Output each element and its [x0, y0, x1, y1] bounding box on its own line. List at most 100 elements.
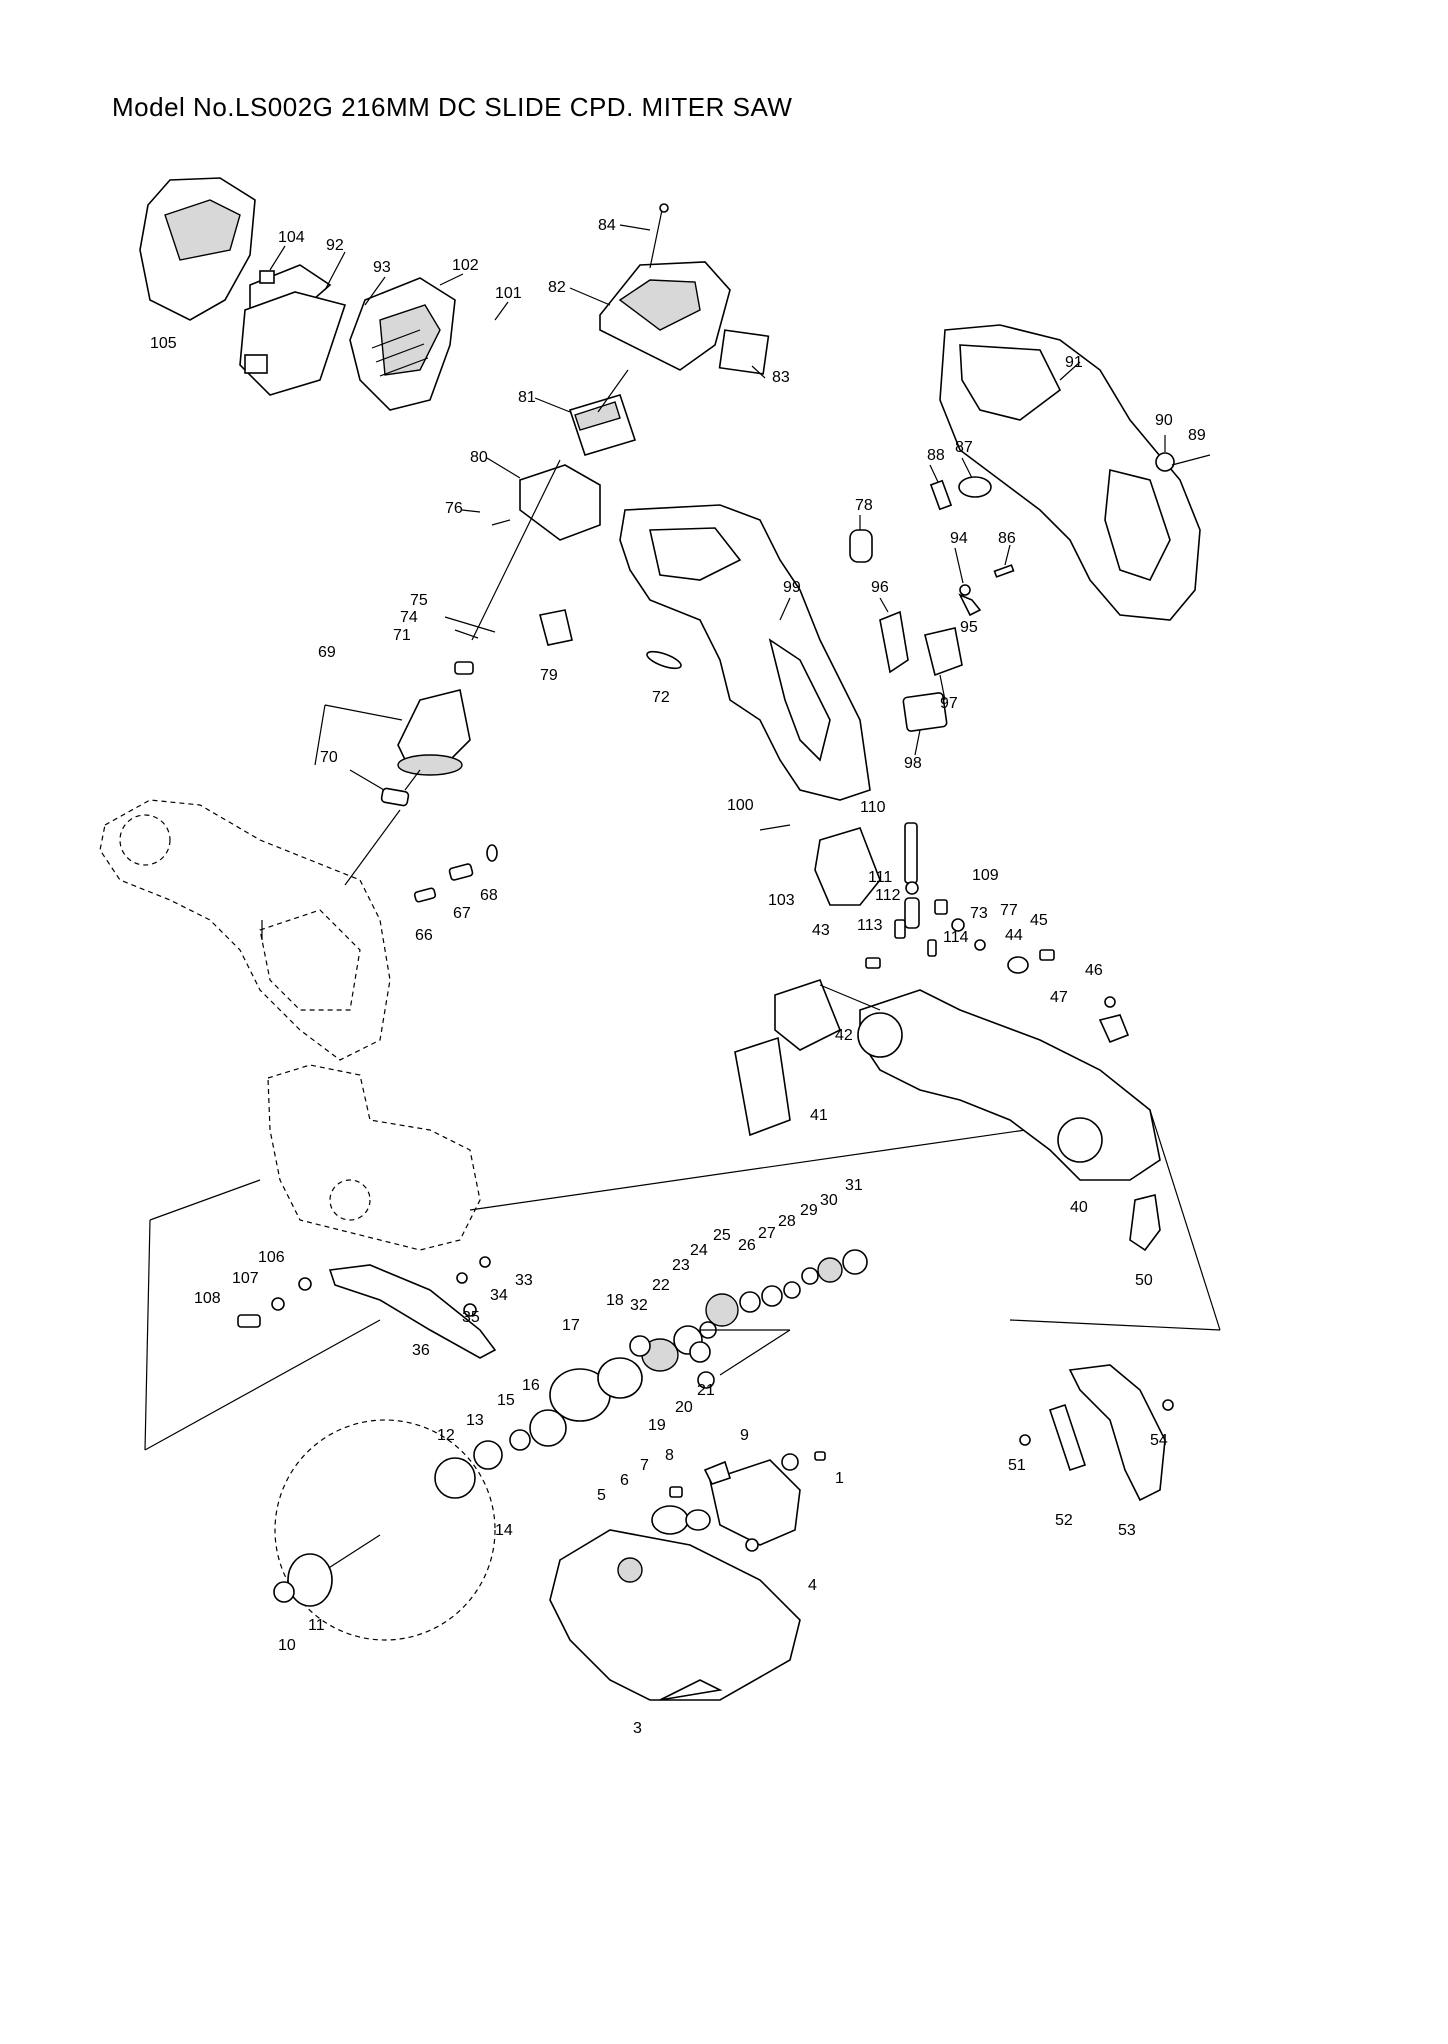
arm-part [857, 989, 1161, 1181]
guard-plate-b-part [1048, 1403, 1087, 1472]
callout: 109 [972, 867, 999, 884]
blade-guard-part [549, 1529, 801, 1701]
callout: 34 [490, 1287, 508, 1304]
callout: 107 [232, 1270, 259, 1287]
carbon-brush-part [448, 863, 474, 881]
bolt-a-part [237, 1314, 261, 1328]
screw-i-part [1019, 1434, 1031, 1446]
screw-h-part [1104, 996, 1116, 1008]
callout: 21 [697, 1382, 715, 1399]
callout: 14 [495, 1522, 513, 1539]
callout: 16 [522, 1377, 540, 1394]
callout: 106 [258, 1249, 285, 1266]
callout: 5 [597, 1487, 606, 1504]
callout: 68 [480, 887, 498, 904]
callout: 1 [835, 1470, 844, 1487]
callout: 78 [855, 497, 873, 514]
callout: 43 [812, 922, 830, 939]
lever-arm-part [958, 593, 982, 617]
callout: 105 [150, 335, 177, 352]
screw-d-part [927, 939, 937, 957]
knob-b-part [1098, 1014, 1130, 1044]
callout: 54 [1150, 1432, 1168, 1449]
leader-lines [269, 224, 1166, 756]
callout: 113 [857, 917, 883, 934]
callout: 73 [970, 905, 988, 922]
callout: 69 [318, 644, 336, 661]
washer-b-part [271, 1297, 285, 1311]
callout: 103 [768, 892, 795, 909]
callout: 94 [950, 530, 968, 547]
callout: 10 [278, 1637, 296, 1654]
callout: 30 [820, 1192, 838, 1209]
callout: 101 [495, 285, 522, 302]
callout: 29 [800, 1202, 818, 1219]
hex-bolt-part [273, 1581, 295, 1603]
callout: 75 [410, 592, 428, 609]
callout: 17 [562, 1317, 580, 1334]
washer-c-part [456, 1272, 468, 1284]
cover-plate-part [774, 979, 842, 1051]
callout: 22 [652, 1277, 670, 1294]
pin-b-part [894, 919, 906, 939]
gear-train-part [434, 1249, 868, 1499]
guard-ring-part [651, 1505, 689, 1535]
handle-half-part [619, 504, 871, 801]
callout: 8 [665, 1447, 674, 1464]
armature-part [397, 689, 471, 791]
callout: 114 [943, 929, 969, 946]
callout: 46 [1085, 962, 1103, 979]
switch-plate-part [879, 610, 909, 674]
guard-plate-part [709, 1459, 801, 1546]
callout: 45 [1030, 912, 1048, 929]
callout: 88 [927, 447, 945, 464]
gear-housing-part [267, 1064, 481, 1251]
callout: 97 [940, 695, 958, 712]
top-cover-part [599, 203, 731, 371]
callout: 7 [640, 1457, 649, 1474]
callout: 19 [648, 1417, 666, 1434]
callout: 51 [1008, 1457, 1026, 1474]
callout: 77 [1000, 902, 1018, 919]
guard-lever-part [703, 1460, 731, 1485]
callout: 6 [620, 1472, 629, 1489]
callout: 41 [810, 1107, 828, 1124]
bracket-part [929, 479, 953, 511]
callout: 112 [875, 887, 901, 904]
callout: 15 [497, 1392, 515, 1409]
bearing-guard-part [685, 1509, 711, 1531]
callout: 26 [738, 1237, 756, 1254]
callout-labels: 1 3 4 5 6 7 8 9 10 11 12 13 14 15 16 17 … [150, 217, 1206, 1737]
callout: 89 [1188, 427, 1206, 444]
callout: 23 [672, 1257, 690, 1274]
callout: 95 [960, 619, 978, 636]
callout: 9 [740, 1427, 749, 1444]
callout: 11 [308, 1617, 325, 1634]
washer-e-part [905, 881, 919, 895]
spring-part [646, 650, 682, 670]
washer-guard-part [745, 1538, 759, 1552]
lever-part [959, 584, 971, 596]
callout: 40 [1070, 1199, 1088, 1216]
controller-plate-part [239, 264, 347, 396]
callout: 44 [1005, 927, 1023, 944]
callout: 35 [462, 1309, 480, 1326]
callout: 83 [772, 369, 790, 386]
callout: 25 [713, 1227, 731, 1244]
callout: 82 [548, 279, 566, 296]
motor-controller-assembly-part [349, 277, 456, 411]
callout: 92 [326, 237, 344, 254]
callout: 42 [835, 1027, 853, 1044]
callout: 74 [400, 609, 418, 626]
switch-block-part [902, 692, 948, 732]
cap-b-part [951, 918, 965, 932]
bolt-b-part [904, 822, 918, 884]
bearing-part [454, 661, 474, 675]
roller-part [849, 529, 873, 563]
sleeve-part [734, 1036, 791, 1137]
screw-e-part [974, 939, 986, 951]
screw-c-part [934, 899, 948, 915]
guard-cap-part [781, 1453, 799, 1471]
outer-flange-part [287, 1553, 333, 1607]
callout: 18 [606, 1292, 624, 1309]
